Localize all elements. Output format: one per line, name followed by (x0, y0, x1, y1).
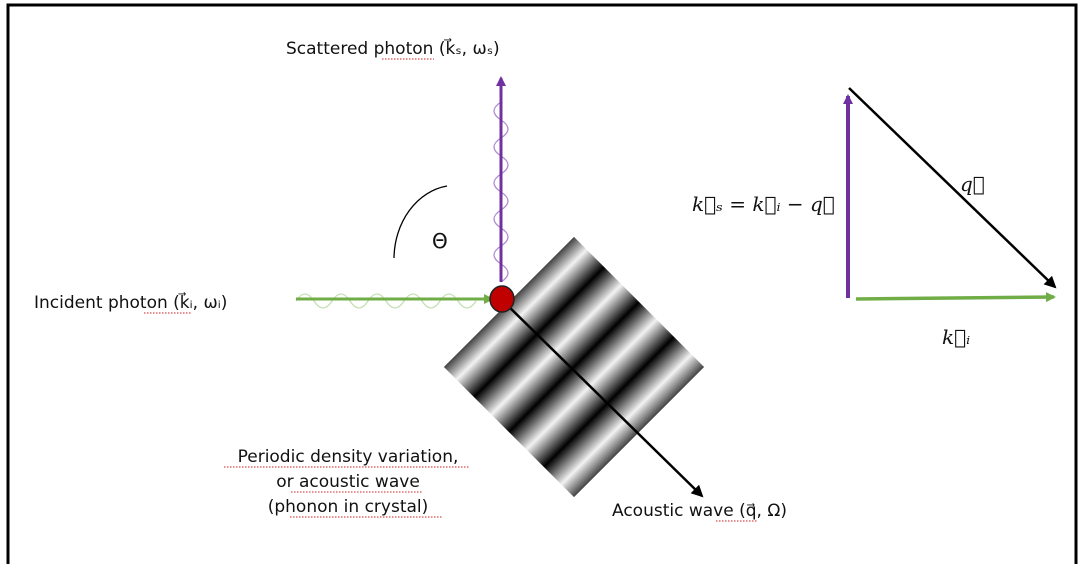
figure-border (6, 3, 1078, 564)
theta-label: Θ (432, 229, 448, 253)
density-label-line1: Periodic density variation, (238, 447, 459, 467)
ki-vector-label: k⃗ᵢ (942, 325, 970, 349)
scattered-photon-label: Scattered photon (k⃗ₛ, ωₛ) (286, 37, 500, 59)
theta-arc (393, 185, 448, 259)
wavevector-equation: k⃗ₛ = k⃗ᵢ − q⃗ (692, 192, 835, 216)
q-vector-label: q⃗ (960, 172, 985, 196)
acoustic-wave-arrow (501, 299, 704, 498)
density-label-line3: (phonon in crystal) (268, 497, 429, 517)
q-vector-arrow (848, 87, 1057, 289)
incident-photon-label: Incident photon (k⃗ᵢ, ωᵢ) (34, 291, 227, 313)
density-label-line2: or acoustic wave (276, 472, 420, 492)
scattering-point (489, 285, 515, 313)
acoustic-wave-label: Acoustic wave (q⃗, Ω) (612, 501, 787, 521)
ki-vector-arrow (855, 292, 1056, 303)
incident-wave (295, 293, 477, 309)
